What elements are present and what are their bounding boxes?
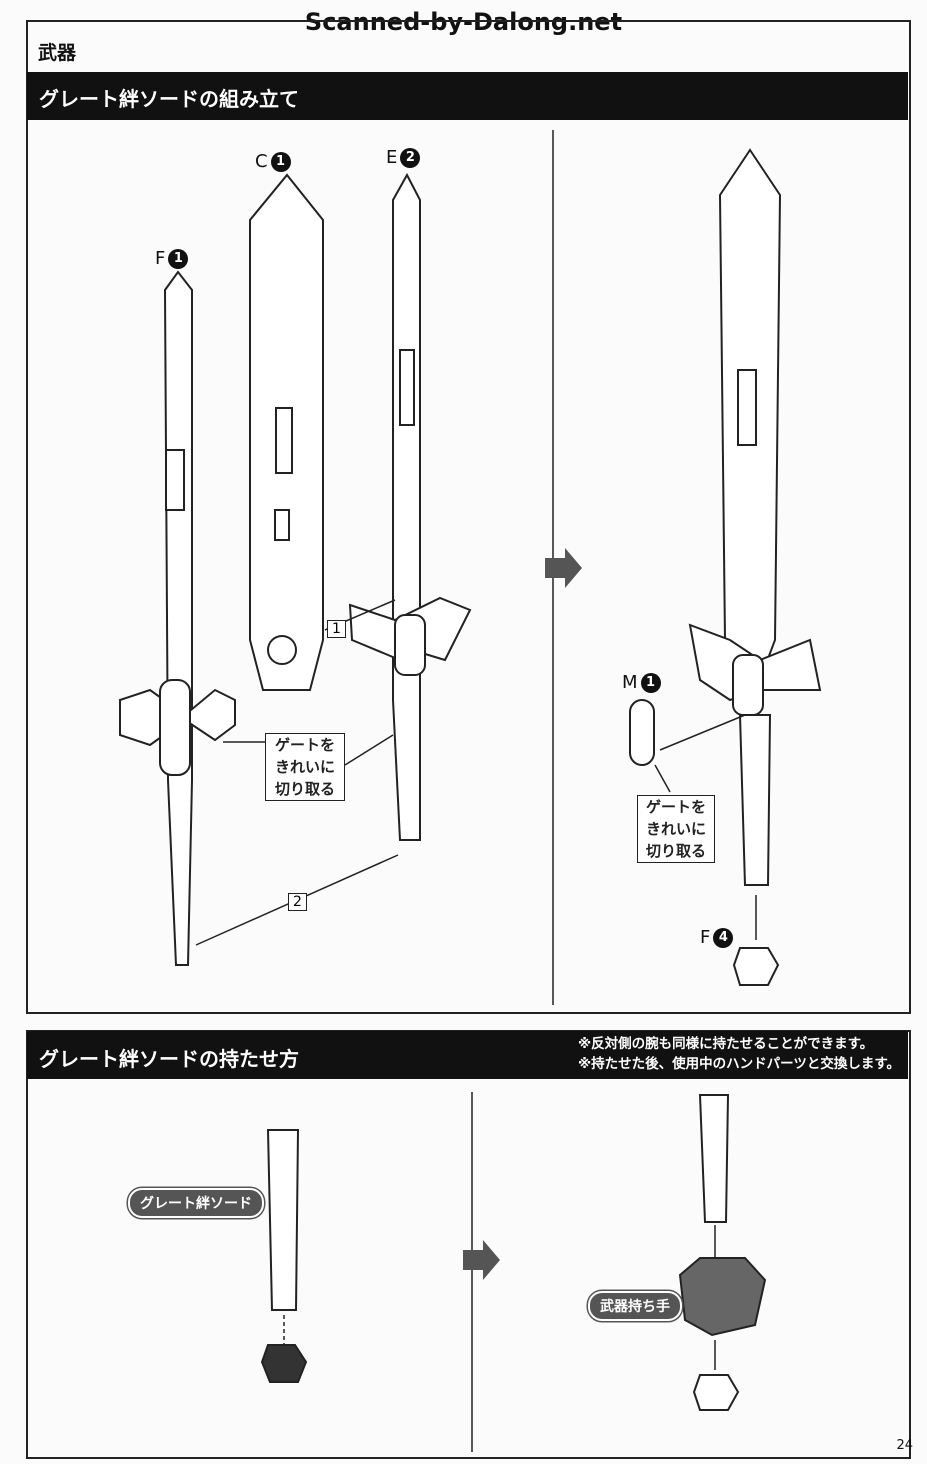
- sword-grip-left: [260, 1129, 308, 1383]
- note-line: ※反対側の腕も同様に持たせることができます。: [577, 1036, 874, 1052]
- part-number-badge: 2: [400, 147, 421, 168]
- section-header-assembly: グレート絆ソードの組み立て: [27, 72, 908, 120]
- notes: ※反対側の腕も同様に持たせることができます。 ※持たせた後、使用中のハンドパーツ…: [578, 1034, 900, 1074]
- gate-trim-callout: ゲートを きれいに 切り取る: [637, 795, 715, 863]
- part-number-badge: 1: [640, 672, 661, 693]
- next-arrow-icon: [545, 548, 582, 588]
- gate-trim-callout: ゲートを きれいに 切り取る: [265, 733, 345, 801]
- page-number: 24: [896, 1438, 913, 1453]
- callout-line: きれいに: [274, 758, 335, 776]
- part-letter: F: [700, 927, 711, 948]
- assembled-sword: [629, 148, 822, 986]
- section-title: グレート絆ソードの持たせ方: [39, 1047, 299, 1071]
- sword-part-c1: [249, 173, 324, 691]
- sword-grip-right: [678, 1094, 767, 1411]
- part-letter: F: [155, 248, 166, 269]
- callout-line: 切り取る: [645, 842, 706, 860]
- category-title: 武器: [38, 42, 77, 64]
- part-number-badge: 4: [713, 927, 734, 948]
- callout-line: 切り取る: [274, 780, 335, 798]
- note-line: ※持たせた後、使用中のハンドパーツと交換します。: [577, 1056, 900, 1072]
- callout-line: ゲートを: [274, 736, 335, 754]
- part-f4: [732, 947, 780, 986]
- sword-part-f1: [119, 270, 236, 966]
- callout-line: きれいに: [645, 820, 706, 838]
- section-title: グレート絆ソードの組み立て: [39, 87, 299, 111]
- part-number-badge: 1: [168, 248, 189, 269]
- part-number-badge: 1: [270, 151, 291, 172]
- part-letter: C: [255, 151, 268, 172]
- assembly-section-frame: [26, 20, 911, 1014]
- section-header-holding: グレート絆ソードの持たせ方 ※反対側の腕も同様に持たせることができます。 ※持た…: [27, 1031, 908, 1079]
- step-marker-2: 2: [288, 893, 307, 911]
- callout-line: ゲートを: [645, 798, 706, 816]
- part-letter: M: [622, 672, 638, 693]
- label-grip-hand: 武器持ち手: [588, 1291, 682, 1321]
- part-m1: [629, 699, 655, 766]
- step-marker-1: 1: [327, 620, 346, 638]
- sword-part-e2: [195, 172, 472, 946]
- label-sword: グレート絆ソード: [128, 1188, 264, 1218]
- next-arrow-icon: [463, 1240, 500, 1280]
- watermark: Scanned-by-Dalong.net: [304, 8, 623, 36]
- part-letter: E: [386, 147, 398, 168]
